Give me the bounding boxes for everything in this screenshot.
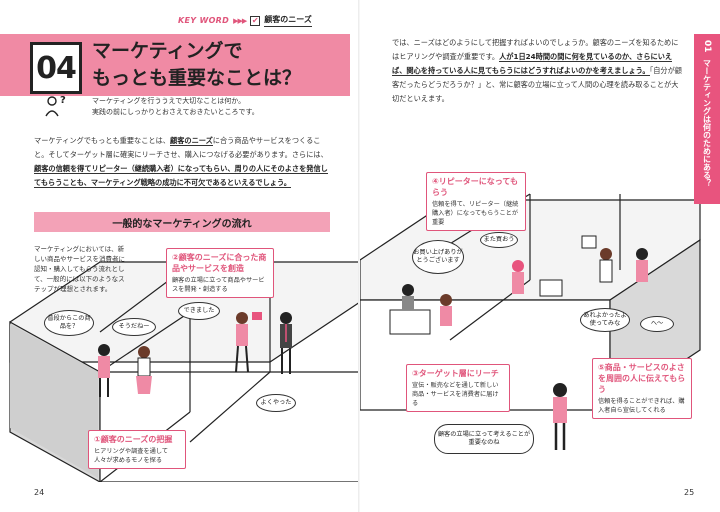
right-page: ④リピーターになってもらう 信頼を得て、リピーター（継続購入者）になってもらうこ… (360, 0, 720, 512)
page-title: マーケティングで もっとも重要なことは？ (92, 38, 301, 92)
page-number-left: 24 (34, 488, 45, 497)
step-3-box: ③ターゲット層にリーチ 宣伝・販売などを通して新しい商品・サービスを消費者に届け… (406, 364, 510, 412)
chapter-number: 04 (30, 42, 82, 94)
side-tab-text: マーケティングは何のためにある？ (702, 58, 712, 187)
page-number-right: 25 (684, 488, 695, 497)
subtitle-line-1: マーケティングを行ううえで大切なことは何か。 (92, 97, 246, 105)
keyword-header: KEY WORD ▶▶▶ ✔ 顧客のニーズ (178, 14, 312, 27)
intro-text-2: に合う商品やサービスをつくること。そしてターゲット層に確実にリーチさせ、購入につ… (34, 136, 328, 159)
left-page: KEY WORD ▶▶▶ ✔ 顧客のニーズ 04 ? マーケティングで もっとも… (0, 14, 360, 497)
right-figures (389, 235, 648, 450)
speech-bubble-6: また買おう (480, 232, 518, 248)
speech-bubble-8: へ〜 (640, 316, 674, 332)
step-4-box: ④リピーターになってもらう 信頼を得て、リピーター（継続購入者）になってもらうこ… (426, 172, 526, 231)
step-3-desc: 宣伝・販売などを通して新しい商品・サービスを消費者に届ける (412, 382, 499, 407)
step-5-desc: 信頼を得ることができれば、購入者自ら宣伝してくれる (598, 398, 685, 414)
step-1-desc: ヒアリングや調査を通して人々が求めるモノを探る (94, 448, 169, 464)
intro-text-1: マーケティングでもっとも重要なことは、 (34, 136, 170, 145)
right-highlight: 人が1日24時間の間に何を見ているのか、さらにいえば、関心を持っている人に見ても… (392, 52, 673, 76)
speech-bubble-3: できました (178, 302, 220, 320)
speech-bubble-9: 顧客の立場に立って考えることが重要なのね (434, 424, 534, 454)
right-text-2: 「自分が顧客だったらどうだろうか？」と、常に顧客の立場に立って人間の心理を読み取… (392, 66, 682, 103)
step-5-label: ⑤商品・サービスのよさを周囲の人に伝えてもらう (598, 363, 686, 394)
side-note: マーケティングにおいては、新しい商品やサービスを消費者に認知・購入してもらう流れ… (34, 245, 125, 293)
speech-bubble-1: 普段からこの商品を？ (44, 310, 94, 336)
subtitle: マーケティングを行ううえで大切なことは何か。 実践の前にしっかりとおさえておきた… (92, 96, 259, 118)
intro-paragraph: マーケティングでもっとも重要なことは、顧客のニーズに合う商品やサービスをつくるこ… (34, 134, 330, 190)
side-tab-number: 01 (702, 40, 712, 53)
people-figures (98, 312, 292, 397)
speech-bubble-5: お買い上げありがとうございます (412, 240, 464, 274)
right-paragraph: では、ニーズはどのようにして把握すればよいのでしょうか。顧客のニーズを知るために… (392, 36, 682, 106)
speech-bubble-4: よくやった (256, 394, 296, 412)
step-2-desc: 顧客の立場に立って商品やサービスを開発・創造する (172, 277, 265, 293)
section-heading: 一般的なマーケティングの流れ (34, 212, 330, 232)
right-text-1: では、ニーズはどのようにして把握すればよいのでしょうか。顧客のニーズを知るために… (392, 38, 679, 61)
check-icon: ✔ (250, 15, 261, 26)
step-2-box: ②顧客のニーズに合った商品やサービスを創造 顧客の立場に立って商品やサービスを開… (166, 248, 274, 298)
title-line-2: もっとも重要なことは？ (92, 67, 302, 89)
subtitle-line-2: 実践の前にしっかりとおさえておきたいところです。 (92, 108, 259, 116)
speech-bubble-2: そうだねー (112, 318, 156, 336)
step-2-label: ②顧客のニーズに合った商品やサービスを創造 (172, 253, 267, 273)
step-3-label: ③ターゲット層にリーチ (412, 369, 499, 378)
step-4-desc: 信頼を得て、リピーター（継続購入者）になってもらうことが重要 (432, 201, 519, 226)
step-1-label: ①顧客のニーズの把握 (94, 435, 173, 444)
speech-bubble-7: あれよかったよ使ってみな (580, 308, 630, 332)
step-5-box: ⑤商品・サービスのよさを周囲の人に伝えてもらう 信頼を得ることができれば、購入者… (592, 358, 692, 419)
step-1-box: ①顧客のニーズの把握 ヒアリングや調査を通して人々が求めるモノを探る (88, 430, 186, 469)
title-line-1: マーケティングで (92, 40, 243, 62)
keyword-label: KEY WORD (178, 16, 230, 25)
keyword-arrows: ▶▶▶ (233, 16, 247, 25)
intro-highlight-2: 顧客の信頼を得てリピーター（継続購入者）になってもらい、周りの人にそのよさを発信… (34, 164, 328, 188)
keyword-value: 顧客のニーズ (264, 14, 312, 27)
thinking-person-icon: ? (45, 95, 66, 117)
chapter-side-tab: 01 マーケティングは何のためにある？ (694, 34, 720, 204)
svg-text:?: ? (60, 95, 66, 106)
intro-highlight-1: 顧客のニーズ (170, 136, 213, 146)
flow-illustration-right (360, 193, 701, 450)
step-4-label: ④リピーターになってもらう (432, 177, 518, 197)
